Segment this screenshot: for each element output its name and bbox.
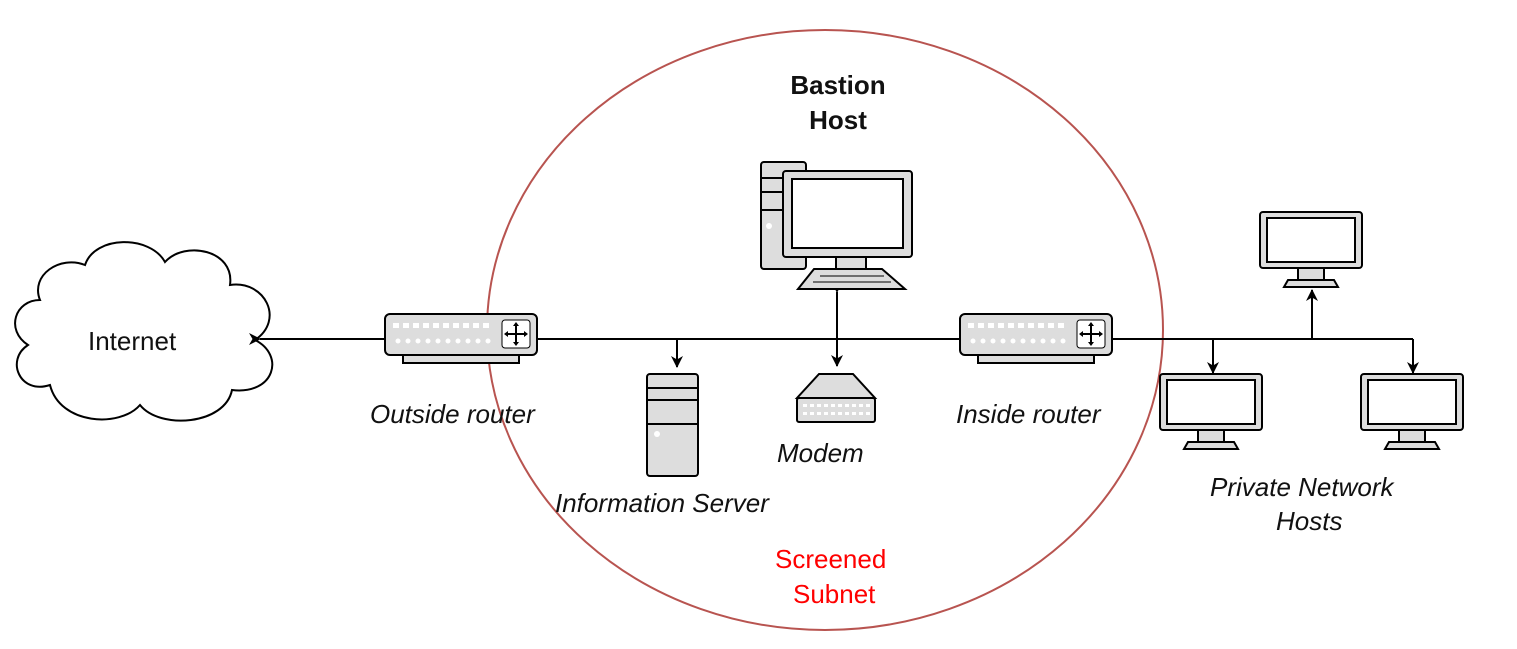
information-server-label: Information Server [555,488,769,518]
internet-label: Internet [88,326,177,356]
bastion-host-computer-icon [760,161,913,290]
screened-subnet-label-line2: Subnet [793,579,876,609]
inside-router-label: Inside router [956,399,1101,429]
internet-cloud-icon [14,241,274,422]
screened-subnet-label-line1: Screened [775,544,887,574]
inside-router-icon [959,313,1113,364]
modem-icon [794,373,878,423]
bastion-host-label-line2: Host [809,105,867,135]
private-host-monitor-icon [1159,373,1263,450]
modem-label: Modem [777,438,864,468]
private-host-monitor-icon [1259,211,1363,288]
outside-router-label: Outside router [370,399,535,429]
outside-router-icon [384,313,538,364]
private-host-monitor-icon [1360,373,1464,450]
private-network-hosts-label-line1: Private Network [1210,472,1394,502]
private-network-hosts-label-line2: Hosts [1276,506,1343,536]
information-server-icon [646,373,699,477]
bastion-host-label-line1: Bastion [790,70,886,100]
